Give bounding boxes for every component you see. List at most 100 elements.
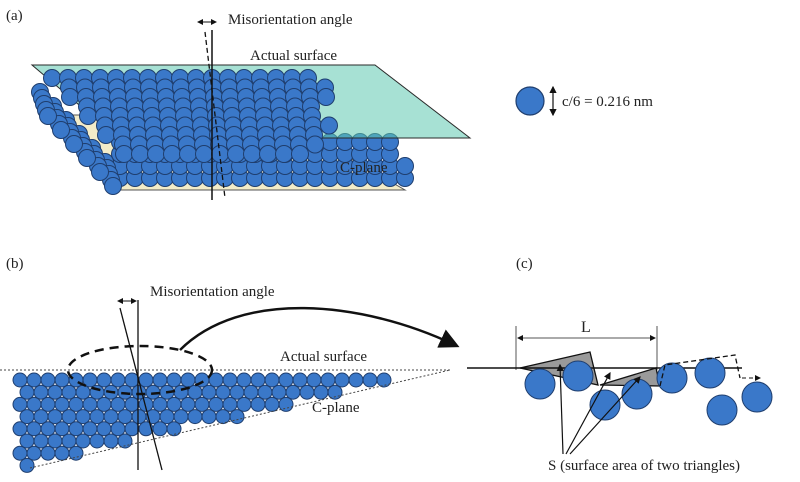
atom	[96, 421, 112, 437]
atom	[278, 396, 294, 412]
atom	[103, 409, 119, 425]
atom	[61, 433, 77, 449]
atom	[19, 457, 35, 473]
atom	[320, 116, 338, 135]
atom	[54, 421, 70, 437]
atom	[166, 396, 182, 412]
atom	[26, 421, 42, 437]
atom	[306, 135, 324, 154]
atom	[97, 126, 115, 144]
atom	[96, 372, 112, 388]
atom	[229, 409, 245, 425]
atom	[257, 384, 273, 400]
atom	[285, 384, 301, 400]
atom	[275, 145, 293, 163]
atom	[47, 433, 63, 449]
atom	[75, 384, 91, 400]
atom	[264, 396, 280, 412]
atom	[40, 445, 56, 461]
atom-row-c	[524, 357, 773, 426]
atom	[215, 409, 231, 425]
scale-atom	[515, 86, 545, 116]
atom	[82, 396, 98, 412]
atom	[26, 445, 42, 461]
atom	[201, 384, 217, 400]
atom	[110, 396, 126, 412]
panel-a-label: (a)	[6, 8, 23, 24]
atom	[110, 372, 126, 388]
panel-c-label: (c)	[516, 256, 533, 272]
atom	[250, 372, 266, 388]
atom	[79, 107, 97, 125]
atom	[317, 88, 335, 106]
atom	[124, 396, 140, 412]
atom	[243, 145, 261, 163]
atom	[40, 372, 56, 388]
atom	[227, 145, 245, 163]
c-plane-label-b: C-plane	[312, 400, 360, 416]
atom	[278, 372, 294, 388]
panel-a: (a) Misorientation angle Actual surface …	[6, 8, 653, 200]
atom	[91, 163, 109, 181]
atom	[621, 378, 653, 410]
atom	[320, 372, 336, 388]
atom	[52, 121, 70, 139]
length-label: L	[581, 319, 591, 336]
atom	[43, 69, 61, 87]
atom	[376, 372, 392, 388]
atom	[524, 368, 556, 400]
atom	[236, 372, 252, 388]
panel-b: (b) Misorientation angle Actual surface …	[0, 256, 460, 473]
atom	[152, 372, 168, 388]
atom	[264, 372, 280, 388]
atom	[250, 396, 266, 412]
tilted-axis-b	[119, 307, 163, 471]
atom	[259, 145, 277, 163]
atom	[89, 409, 105, 425]
atom	[201, 409, 217, 425]
atom	[61, 384, 77, 400]
atom	[131, 145, 149, 163]
atom	[187, 409, 203, 425]
atom	[195, 145, 213, 163]
misorientation-label-a: Misorientation angle	[228, 12, 353, 28]
atom	[348, 372, 364, 388]
atom	[215, 384, 231, 400]
area-label: S (surface area of two triangles)	[548, 458, 740, 474]
atom	[54, 372, 70, 388]
atom	[33, 384, 49, 400]
atom	[706, 394, 738, 426]
atom	[75, 409, 91, 425]
pointer-arrow-2	[565, 371, 611, 455]
atom	[396, 157, 414, 175]
atom	[26, 372, 42, 388]
atom	[12, 396, 28, 412]
atom	[82, 421, 98, 437]
pointer-arrow-1	[556, 363, 564, 455]
atom	[222, 372, 238, 388]
atom	[741, 381, 773, 413]
atom	[12, 421, 28, 437]
atom	[362, 372, 378, 388]
atom	[33, 433, 49, 449]
atom	[117, 409, 133, 425]
atom	[110, 421, 126, 437]
atom	[187, 384, 203, 400]
atom	[131, 384, 147, 400]
atom	[78, 149, 96, 167]
atom	[117, 433, 133, 449]
atom	[61, 409, 77, 425]
atom	[19, 384, 35, 400]
atom	[131, 409, 147, 425]
atom	[208, 396, 224, 412]
atom	[138, 372, 154, 388]
atom	[54, 396, 70, 412]
atom	[124, 421, 140, 437]
c-plane-label-a: C-plane	[340, 160, 388, 176]
atom-wedge	[12, 372, 392, 473]
atom	[89, 433, 105, 449]
atom	[68, 445, 84, 461]
atom	[19, 433, 35, 449]
atom-stack-upper	[43, 69, 338, 163]
atom	[104, 177, 122, 195]
